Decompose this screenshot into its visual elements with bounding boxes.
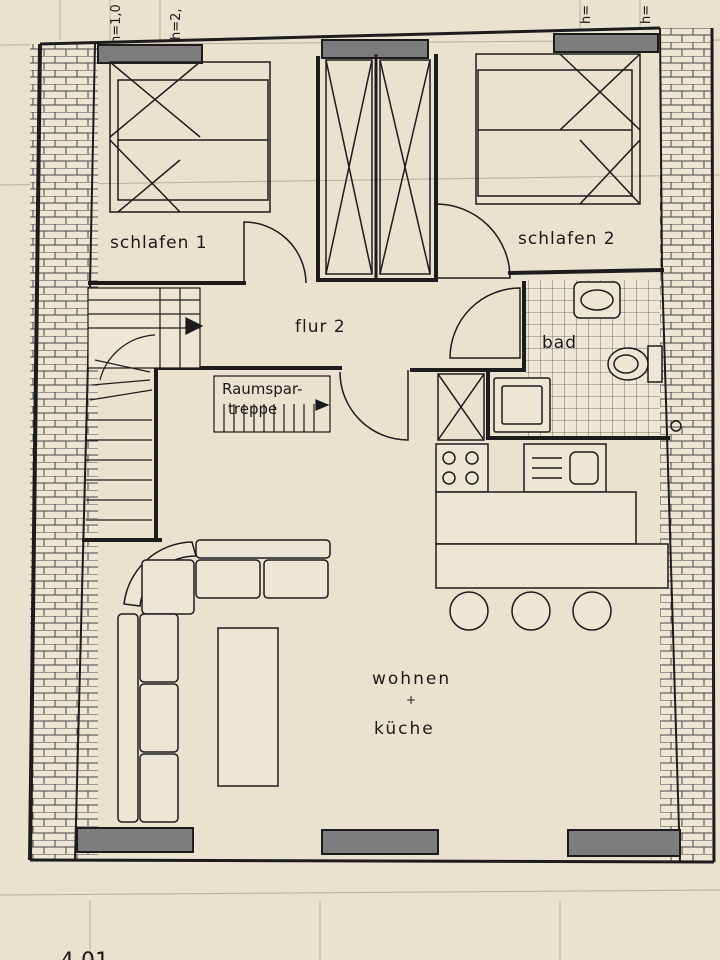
- room-labels: schlafen 1 schlafen 2 flur 2 bad Raumspa…: [110, 229, 616, 739]
- fridge-cabinet: [437, 373, 485, 441]
- left-brick-wall: [30, 44, 98, 859]
- label-bedroom-2: schlafen 2: [518, 229, 616, 249]
- door-bedroom-2: [435, 203, 511, 279]
- main-staircase: [86, 287, 204, 521]
- label-living-1: wohnen: [372, 669, 451, 689]
- outer-walls: [28, 26, 716, 864]
- height-mark-1: h=1,0: [109, 4, 124, 44]
- oven: [493, 377, 551, 433]
- counter: [435, 491, 637, 545]
- height-mark-3: h=: [579, 5, 594, 24]
- bed-bedroom-1: [109, 61, 271, 213]
- label-bedroom-1: schlafen 1: [110, 233, 208, 253]
- window-living-left: [76, 827, 194, 853]
- interior-walls: [82, 54, 670, 542]
- kitchen-units: [435, 373, 669, 631]
- washbasin: [573, 281, 621, 319]
- sofa-and-table: [117, 539, 331, 823]
- bar-stool-3: [572, 591, 612, 631]
- hall-wardrobes: [325, 59, 431, 275]
- height-marks: h=1,0 h=2, h= h=: [109, 4, 654, 44]
- height-mark-4: h=: [639, 5, 654, 24]
- sofa-back: [117, 613, 139, 823]
- door-bedroom-1: [243, 221, 307, 284]
- bathroom-fixtures: [573, 281, 682, 432]
- bed-bedroom-2: [475, 53, 641, 205]
- toilet: [607, 347, 649, 381]
- window-bedroom-2: [553, 33, 659, 53]
- height-mark-2: h=2,: [169, 8, 184, 40]
- toilet-tank: [647, 345, 663, 383]
- valve-icon: [670, 420, 682, 432]
- bar-stool-2: [511, 591, 551, 631]
- bottom-dimension: 4,01: [60, 949, 109, 960]
- label-space-saver-stair-2: treppe: [228, 400, 277, 418]
- door-bathroom: [449, 287, 521, 359]
- window-living-mid: [321, 829, 439, 855]
- right-brick-wall: [660, 28, 712, 863]
- label-bathroom: bad: [542, 333, 577, 353]
- door-living: [339, 370, 409, 441]
- label-living-2: küche: [374, 719, 435, 739]
- door-swings: [243, 203, 521, 441]
- space-saver-stair: [213, 375, 331, 433]
- cooktop: [435, 443, 489, 493]
- bar-counter: [435, 543, 669, 589]
- label-hallway: flur 2: [295, 317, 346, 337]
- label-living-plus: +: [406, 693, 416, 707]
- sofa-segment: [195, 539, 331, 559]
- windows: [76, 33, 681, 857]
- bar-stool-1: [449, 591, 489, 631]
- window-bedroom-1: [97, 44, 203, 64]
- label-space-saver-stair-1: Raumspar-: [222, 380, 303, 398]
- coffee-table: [217, 627, 279, 787]
- window-living-right: [567, 829, 681, 857]
